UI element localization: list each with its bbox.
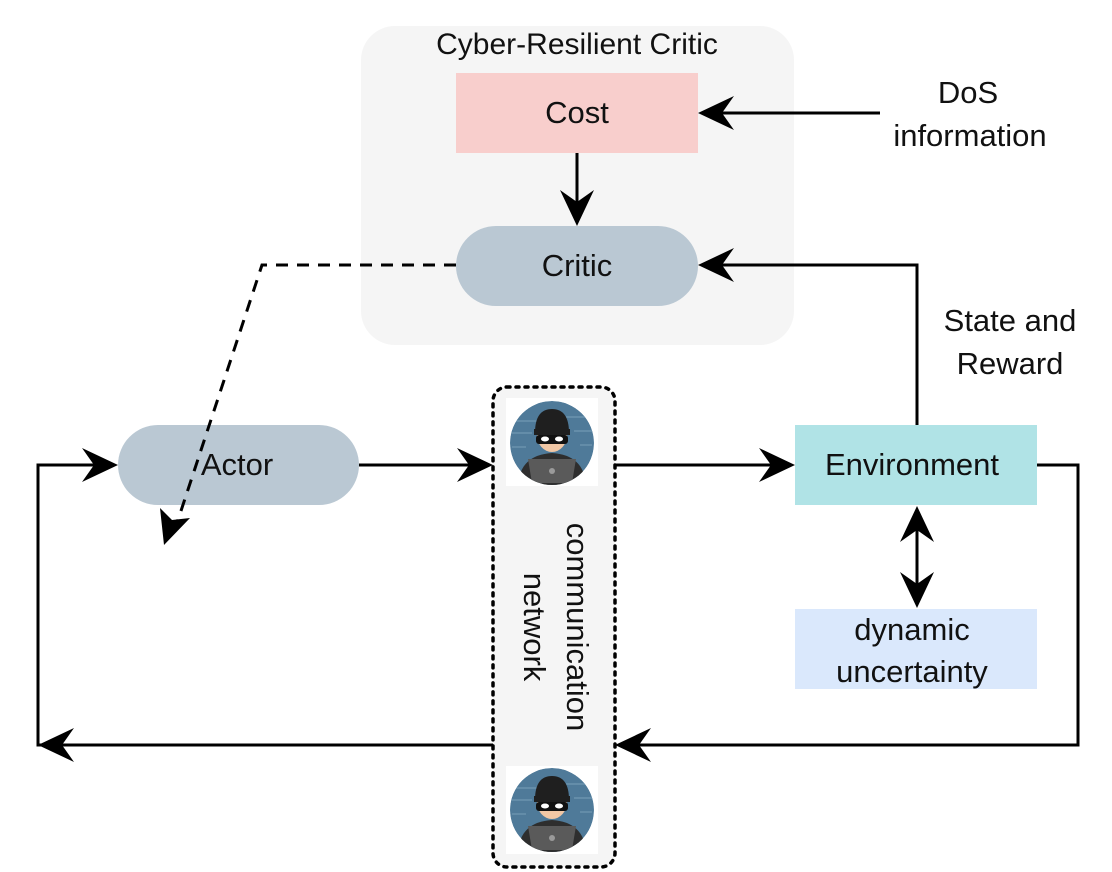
- edge-network-to-environment: [615, 448, 795, 482]
- edge-network-to-actor: [36, 448, 493, 762]
- edge-dos-to-cost: [698, 96, 880, 130]
- state-reward-label-line2: Reward: [957, 346, 1064, 381]
- edge-cost-to-critic: [560, 153, 594, 226]
- dos-label-line2: information: [893, 118, 1046, 153]
- critic-group-title: Cyber-Resilient Critic: [436, 28, 718, 61]
- network-node-line2: network: [517, 573, 552, 682]
- dos-label-line1: DoS: [938, 75, 998, 110]
- network-node-line1: communication: [560, 523, 595, 731]
- hacker-icon: [506, 766, 598, 854]
- environment-node-label: Environment: [825, 447, 999, 482]
- state-reward-label-line1: State and: [944, 303, 1077, 338]
- actor-node[interactable]: [118, 425, 359, 505]
- uncertainty-node[interactable]: [795, 609, 1037, 689]
- critic-node[interactable]: [456, 226, 698, 306]
- edge-critic-to-actor-dashed: [160, 263, 456, 545]
- uncertainty-node-line1: dynamic: [854, 612, 969, 647]
- cost-node-label: Cost: [545, 95, 609, 130]
- uncertainty-node-line2: uncertainty: [836, 654, 988, 689]
- edge-environment-uncertainty: [900, 506, 934, 608]
- edge-actor-to-network: [359, 448, 493, 482]
- environment-node[interactable]: [795, 425, 1037, 505]
- edge-environment-to-network: [615, 463, 1080, 762]
- hacker-icon: [506, 398, 598, 486]
- edge-environment-to-critic: [698, 248, 919, 425]
- actor-node-label: Actor: [201, 447, 273, 482]
- critic-node-label: Critic: [542, 248, 613, 283]
- cost-node[interactable]: [456, 73, 698, 153]
- network-node[interactable]: [491, 385, 617, 869]
